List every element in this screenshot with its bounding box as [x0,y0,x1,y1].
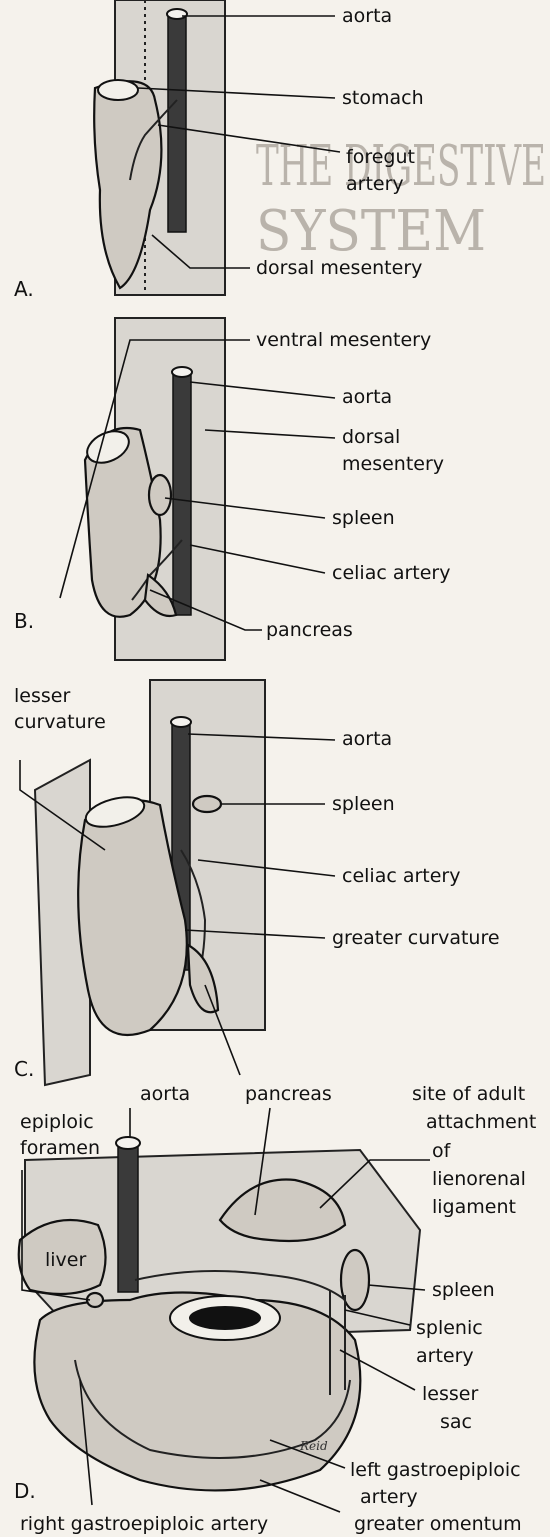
label-left-gastroepiploic-artery-d: artery [360,1486,418,1508]
label-sac-d: sac [440,1411,472,1433]
label-pancreas-b: pancreas [266,619,353,641]
label-artery-a: artery [346,173,404,195]
stomach-lumen-a [98,80,138,100]
label-epiploic-d: epiploic [20,1111,94,1133]
panel-b: ventral mesentery aorta dorsal mesentery… [14,318,450,660]
aorta-opening-d [116,1137,140,1149]
artist-signature: Reid [299,1439,328,1453]
label-aorta-d: aorta [140,1083,190,1105]
panel-a: aorta stomach foregut artery dorsal mese… [14,0,424,301]
label-splenic-artery-d: artery [416,1345,474,1367]
label-liver-d: liver [45,1249,86,1271]
aorta-opening-b [172,367,192,377]
label-curvature-c: curvature [14,711,106,733]
aorta-d [118,1142,138,1292]
label-lienorenal-d: lienorenal [432,1168,526,1190]
label-spleen-d: spleen [432,1279,495,1301]
label-celiac-artery-b: celiac artery [332,562,450,584]
label-stomach-a: stomach [342,87,424,109]
label-ligament-d: ligament [432,1196,516,1218]
label-spleen-b: spleen [332,507,395,529]
label-foramen-d: foramen [20,1137,100,1159]
panel-letter-c: C. [14,1057,34,1081]
label-splenic-d: splenic [416,1317,483,1339]
label-right-gastroepiploic-artery-d: right gastroepiploic artery [20,1513,268,1535]
label-aorta-a: aorta [342,5,392,27]
aorta-opening-c [171,717,191,727]
label-aorta-c: aorta [342,728,392,750]
label-lesser-d: lesser [422,1383,478,1405]
label-left-gastroepiploic-d: left gastroepiploic [350,1459,521,1481]
spleen-c [193,796,221,812]
aorta-b [173,370,191,615]
label-dorsal-b: dorsal [342,426,400,448]
label-lesser-c: lesser [14,685,70,707]
panel-d: Reid aorta pancreas site of adult attach… [14,1083,536,1535]
label-mesentery-b: mesentery [342,453,444,475]
label-dorsal-mesentery-a: dorsal mesentery [256,257,422,279]
label-attachment-d: attachment [426,1111,536,1133]
label-spleen-c: spleen [332,793,395,815]
label-of-d: of [432,1140,452,1162]
label-ventral-mesentery-b: ventral mesentery [256,329,431,351]
panel-letter-b: B. [14,609,34,633]
label-pancreas-d: pancreas [245,1083,332,1105]
panel-letter-a: A. [14,277,34,301]
label-greater-omentum-d: greater omentum [354,1513,522,1535]
panel-c: lesser curvature aorta spleen celiac art… [14,680,500,1085]
label-celiac-artery-c: celiac artery [342,865,460,887]
panel-letter-d: D. [14,1479,36,1503]
label-foregut-a: foregut [346,146,415,168]
leader-greater-omentum-d [260,1480,340,1512]
label-site-of-adult-d: site of adult [412,1083,525,1105]
aorta-opening-a [167,9,187,19]
label-greater-curvature-c: greater curvature [332,927,500,949]
stomach-inner-lumen-d [189,1306,261,1330]
label-aorta-b: aorta [342,386,392,408]
spleen-b [149,475,171,515]
aorta-a [168,12,186,232]
